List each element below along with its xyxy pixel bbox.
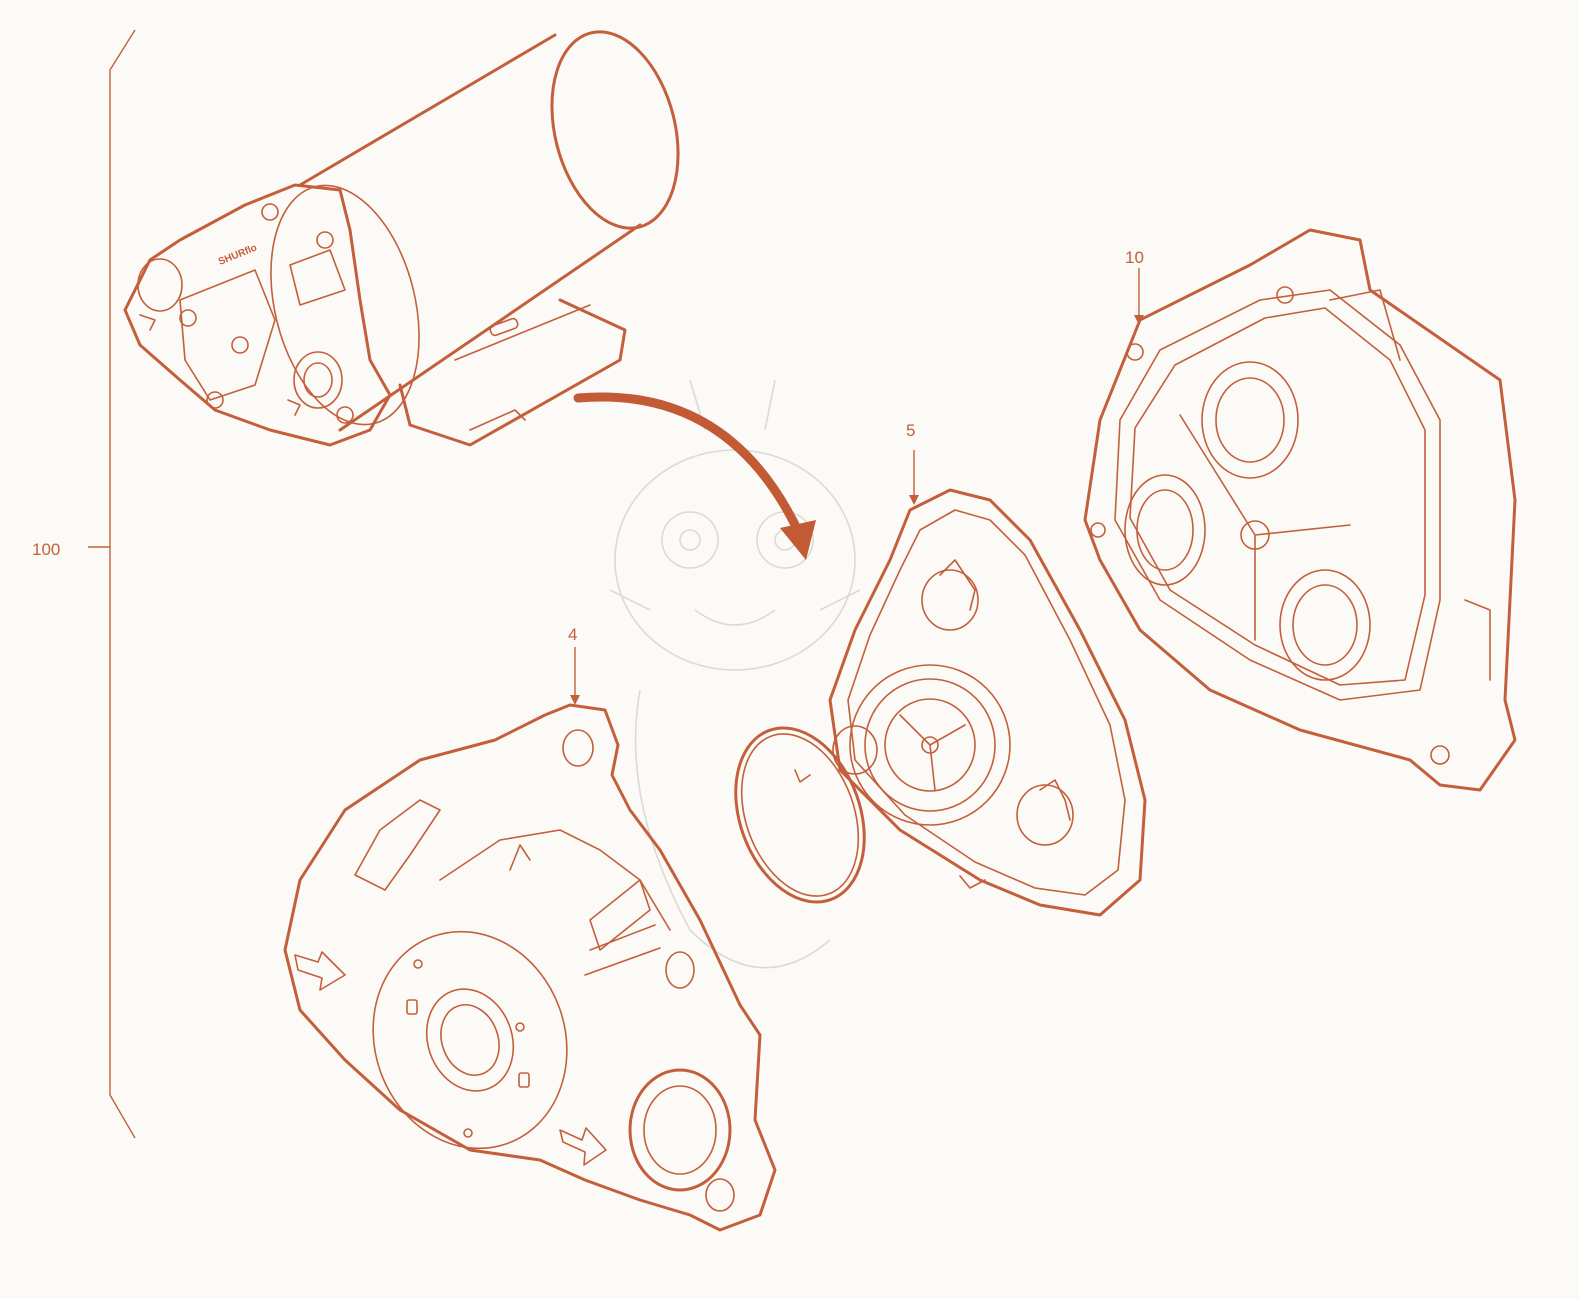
part-5-valve-assembly [794,488,1147,917]
brand-logo-text: SHURflo [217,242,259,267]
assembly-bracket [88,29,136,1139]
callout-10: 10 [1125,248,1144,267]
o-ring-inner [740,733,860,897]
callout-5: 5 [906,421,915,440]
assembled-pump: SHURflo [123,30,680,447]
callout-100: 100 [32,540,60,559]
callout-4: 4 [568,625,577,644]
o-ring [734,726,866,904]
explode-arrow [573,392,816,560]
part-10-cover [1083,228,1517,792]
watermark-mascot [609,379,861,969]
part-4-housing [283,703,777,1232]
